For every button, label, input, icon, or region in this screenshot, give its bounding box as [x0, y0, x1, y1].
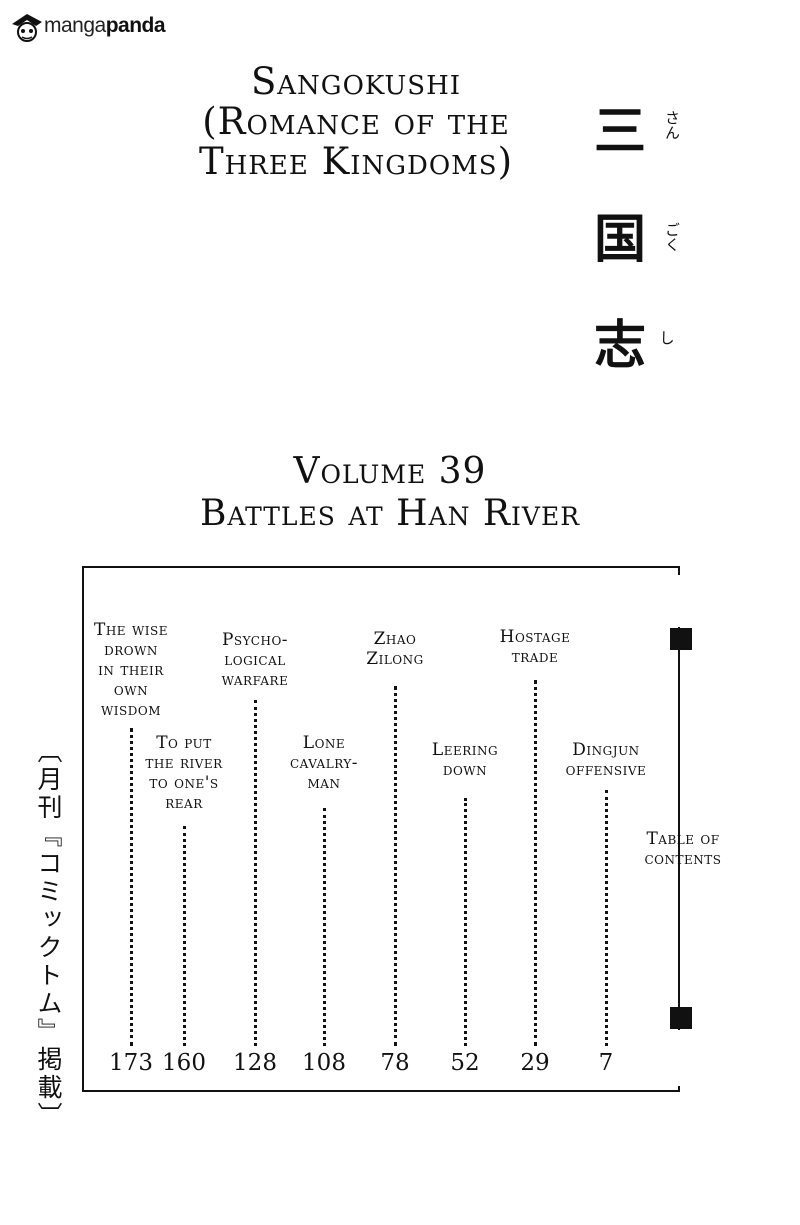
toc-leader-dots	[183, 826, 186, 1046]
title-line-2: (Romance of the	[202, 100, 510, 143]
frame-marker-top	[670, 628, 692, 650]
toc-leader-dots	[394, 686, 397, 1046]
toc-entry-title-line: Lone	[302, 733, 346, 753]
toc-entry-title-line: Zilong	[366, 649, 424, 669]
toc-entry-title-line: offensive	[565, 760, 647, 780]
toc-entry-title-line: man	[307, 773, 341, 793]
toc-entry-title-line: contents	[644, 849, 722, 869]
watermark-brand-a: manga	[44, 14, 106, 37]
toc-page-number: 160	[162, 1050, 206, 1076]
toc-entry-title-line: to one's	[149, 773, 219, 793]
watermark-brand-b: panda	[105, 14, 166, 37]
kanji-shi: 志	[593, 316, 646, 376]
toc-entry-title-line: cavalry-	[289, 753, 359, 773]
publication-note-text: 〔月刊『コミックトム』掲載〕	[34, 738, 63, 1130]
toc-entry-title-line: Leering	[431, 740, 499, 760]
kanji-san: 三	[593, 102, 646, 162]
publication-note: 〔月刊『コミックトム』掲載〕	[28, 738, 68, 1130]
toc-entry-title-line: Hostage	[499, 627, 571, 647]
toc-entry-title-line: To put	[156, 733, 212, 753]
title-line-3: Three Kingdoms)	[198, 140, 514, 183]
toc-entry-title-line: in their	[98, 660, 164, 680]
toc-page-number: 29	[520, 1050, 550, 1076]
toc-entry-title-line: rear	[165, 793, 203, 813]
frame-marker-bottom	[670, 1007, 692, 1029]
toc-leader-dots	[130, 728, 133, 1046]
furigana-san: さん	[663, 110, 681, 140]
toc-entry-title-line: Table of	[646, 829, 720, 849]
toc-leader-dots	[605, 790, 608, 1046]
toc-page-number: 108	[302, 1050, 346, 1076]
toc-entry-title-line: wisdom	[100, 700, 162, 720]
toc-entry-title-line: Zhao	[373, 629, 417, 649]
toc-page-number: 7	[598, 1050, 614, 1076]
toc-page-number: 52	[450, 1050, 480, 1076]
toc-frame	[82, 566, 680, 1092]
toc-entry-title-line: own	[113, 680, 149, 700]
toc-entry-title-line: the river	[145, 753, 223, 773]
toc-leader-dots	[254, 700, 257, 1046]
kanji-goku: 国	[593, 210, 646, 270]
volume-number: Volume 39	[293, 451, 487, 492]
toc-entry-title-line: Psycho-	[221, 630, 289, 650]
toc-entry-title-line: trade	[511, 647, 559, 667]
toc-leader-dots	[323, 808, 326, 1046]
watermark-logo: mangapanda	[10, 8, 190, 48]
toc-entry-title-line: down	[442, 760, 488, 780]
toc-entry-title-line: warfare	[221, 670, 289, 690]
toc-leader-dots	[534, 680, 537, 1046]
toc-entry-title-line: The wise	[93, 620, 169, 640]
toc-entry-title-line: logical	[224, 650, 286, 670]
frame-gap	[676, 1030, 684, 1086]
watermark-text: mangapanda	[44, 14, 166, 38]
volume-subtitle: Battles at Han River	[199, 493, 581, 534]
furigana-shi: し	[659, 329, 675, 347]
toc-page-number: 173	[109, 1050, 153, 1076]
furigana-goku: ごく	[663, 222, 681, 252]
toc-page-number: 128	[233, 1050, 277, 1076]
frame-gap	[676, 575, 684, 627]
toc-leader-dots	[464, 798, 467, 1046]
toc-entry-title-line: drown	[104, 640, 158, 660]
toc-page-number: 78	[380, 1050, 410, 1076]
toc-entry-title-line: Dingjun	[572, 740, 640, 760]
title-line-1: Sangokushi	[250, 60, 462, 103]
mangapanda-logo-icon	[12, 14, 42, 42]
